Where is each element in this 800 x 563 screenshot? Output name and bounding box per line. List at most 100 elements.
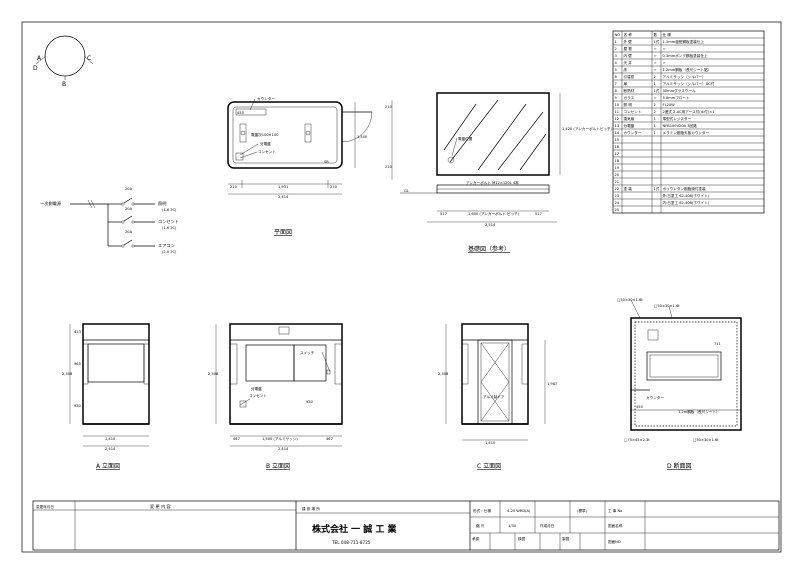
parts-cell-8-0: 9 (615, 96, 618, 100)
tb-check: 検図 (518, 536, 526, 541)
foundation-dim-bot: 210 (385, 165, 393, 169)
parts-cell-3-1: 天 井 (624, 60, 633, 65)
parts-cell-23-0: 24 (615, 201, 620, 205)
elev-a-w: 1,410 (105, 437, 116, 441)
elev-b-r: 467 (326, 437, 333, 441)
elev-a-h-b: 930 (74, 404, 82, 408)
breaker-2-amp: 20A (125, 207, 133, 211)
plan-view: カウンター 電盤次100×100 分電盤 コンセント SR 450 210 1,… (227, 96, 373, 236)
parts-cell-13-3: メラミン樹脂天板カウンター (663, 130, 710, 135)
parts-cell-2-2: 〃 (654, 54, 658, 58)
wiring-diagram: 一次側電源 20A 照明 (1.6 2C) 20A コンセント (1.6 2C)… (40, 187, 179, 254)
parts-cell-17-0: 18 (615, 159, 620, 163)
parts-cell-9-3: FL20W (663, 103, 676, 107)
tb-tel: TEL 048-711-8725 (331, 540, 371, 545)
compass: A C B D (33, 35, 94, 88)
parts-cell-9-1: 照 明 (624, 102, 633, 107)
parts-cell-7-3: 30mmグラスウール (663, 88, 696, 93)
elev-b-dist: 分電盤 (251, 386, 262, 391)
parts-cell-4-1: 床 (624, 67, 628, 72)
compass-d: D (33, 65, 38, 72)
parts-cell-11-3: 薄型式レジスター (663, 116, 692, 121)
foundation-dim-h: 1,420 (アンカーボルトピッチ) (562, 126, 613, 131)
parts-cell-0-0: 1 (615, 40, 617, 44)
parts-cell-5-0: 6 (615, 75, 618, 79)
elev-b-switch: スイッチ (300, 350, 315, 355)
section-title: D 断面図 (667, 462, 692, 470)
elev-c-title: C 立面図 (477, 462, 501, 470)
elev-b-title: B 立面図 (266, 462, 290, 470)
foundation-dim-total: 2,514 (485, 223, 496, 227)
parts-cell-9-0: 10 (615, 103, 620, 107)
parts-cell-12-2: 1 (654, 124, 656, 128)
parts-cell-4-0: 5 (615, 68, 617, 72)
circuit-1-spec: (1.6 2C) (162, 208, 177, 212)
parts-header-3: 仕 様 (663, 32, 672, 37)
tb-change-content: 変 更 内 容 (150, 503, 171, 510)
foundation-dim-l: 517 (440, 212, 447, 216)
section-label-2: □50×30×1.6t (654, 304, 680, 308)
parts-cell-20-0: 21 (615, 180, 620, 184)
section-label-1: □50×30×1.6t (617, 298, 643, 302)
sheet-border (21, 21, 782, 553)
parts-cell-21-3: ポリウレタン樹脂焼付塗装 (663, 186, 707, 191)
plan-dim-inner: 1,931 (278, 185, 288, 189)
compass-a: A (37, 55, 42, 62)
parts-cell-14-0: 15 (615, 138, 620, 142)
plan-title: 平面図 (274, 229, 292, 236)
tb-drawing-no: 図面NO (608, 539, 621, 544)
section-dim: 711 (714, 342, 721, 346)
parts-cell-11-2: 1 (654, 117, 656, 121)
elev-a-title: A 立面図 (96, 462, 120, 470)
elev-a-h-a: 965 (74, 362, 81, 366)
plan-dim-l: 210 (230, 185, 238, 189)
parts-cell-11-0: 12 (615, 117, 620, 121)
foundation-box-pos: 電盤位置 (458, 136, 473, 141)
parts-cell-11-1: 換気扇 (624, 116, 635, 121)
parts-cell-2-0: 3 (615, 54, 617, 58)
plan-dim-main: 2,414 (278, 195, 289, 199)
tb-drawing-name: 図面名称 (608, 523, 623, 528)
elev-c-w: 1,410 (485, 441, 496, 445)
parts-cell-22-3: 外:日塗工 62-408(ホワイト) (663, 193, 710, 198)
parts-cell-1-2: 〃 (654, 47, 658, 51)
parts-cell-5-3: アルミサッシ（シルバー） (663, 74, 706, 79)
parts-cell-9-2: 2 (654, 103, 656, 107)
parts-cell-21-2: 1式 (654, 186, 660, 191)
parts-cell-23-3: 内:日塗工 62-408(ホワイト) (663, 200, 710, 205)
parts-cell-7-2: 1式 (654, 88, 660, 93)
parts-cell-8-3: 5.0mmフロート (663, 95, 690, 100)
elev-b-dim-h: 930 (306, 400, 314, 404)
parts-cell-1-0: 2 (615, 47, 617, 51)
section-d: カウンター 1.2m鋼板（長尺シート） 711 450 □50×30×1.6t … (617, 298, 742, 470)
parts-header-1: 名 称 (624, 32, 633, 37)
elev-b-mid: 1,500 (アルミサッシ) (262, 436, 298, 441)
parts-cell-22-0: 23 (615, 194, 620, 198)
parts-cell-6-2: 1 (654, 82, 656, 86)
parts-cell-4-3: 1.2mm鋼板（長尺シート貼） (663, 67, 712, 72)
foundation-title: 基礎図（参考） (468, 245, 510, 253)
parts-cell-21-1: 塗 装 (624, 186, 633, 191)
foundation-dim-mid: 1,600 (アンカーボルト ピッチ) (468, 211, 520, 216)
parts-cell-0-3: 1.1mm亜鉛鋼板塗装仕上 (663, 39, 705, 44)
foundation-gl: GL (404, 189, 409, 193)
parts-cell-0-2: 1式 (654, 39, 660, 44)
parts-cell-3-0: 4 (615, 61, 618, 65)
circuit-3-spec: (2.0 2C) (162, 250, 177, 254)
parts-cell-10-1: コンセント (624, 109, 642, 114)
elevation-a: 2,308 965 930 413 1,410 2,414 A 立面図 (62, 323, 150, 470)
parts-cell-18-0: 19 (615, 166, 620, 170)
plan-dim-a: 450 (237, 111, 245, 115)
parts-cell-7-0: 8 (615, 89, 618, 93)
foundation-dim-r: 517 (535, 212, 542, 216)
elev-b-total: 2,414 (278, 447, 289, 451)
parts-cell-1-3: 〃 (663, 47, 667, 51)
plan-distribution: 分電盤 (260, 141, 271, 146)
parts-cell-12-1: 分電盤 (624, 123, 635, 128)
parts-cell-13-0: 14 (615, 131, 620, 135)
parts-cell-10-2: 2 (654, 110, 656, 114)
elev-c-h: 1,987 (547, 382, 557, 386)
parts-cell-15-0: 16 (615, 145, 620, 149)
elev-a-h-total: 2,308 (62, 372, 73, 376)
plan-outlet: コンセント (258, 149, 276, 154)
